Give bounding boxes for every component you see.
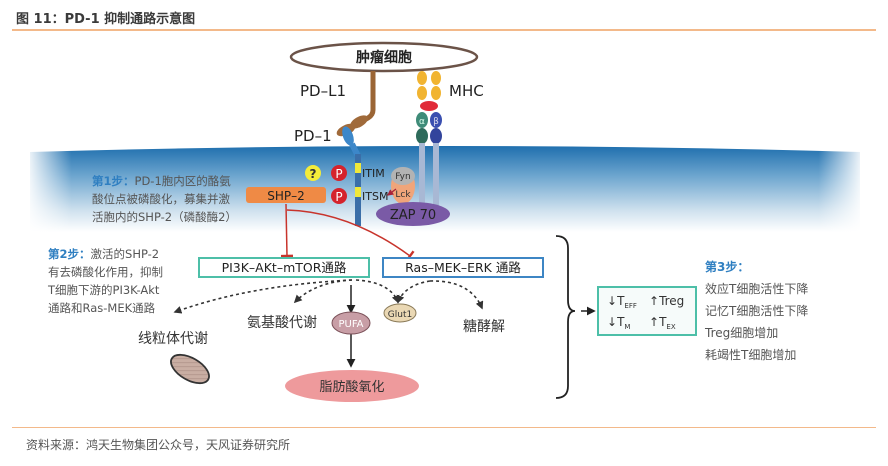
figure-title: 图 11：PD-1 抑制通路示意图 [16, 12, 196, 27]
mitochondrial-metabolism-label: 线粒体代谢 [138, 331, 208, 347]
svg-text:PI3K–AKt–mTOR通路: PI3K–AKt–mTOR通路 [222, 260, 347, 275]
arrow-to-glycolysis [429, 280, 484, 310]
unknown-factor: ? [305, 165, 321, 181]
svg-text:?: ? [310, 167, 317, 181]
step2-heading: 第2步： [48, 247, 91, 261]
svg-text:Glut1: Glut1 [388, 310, 412, 320]
svg-text:耗竭性T细胞增加: 耗竭性T细胞增加 [705, 348, 796, 362]
step3-description: 第3步： 效应T细胞活性下降 记忆T细胞活性下降 Treg细胞增加 耗竭性T细胞… [704, 259, 808, 362]
treg-increase: ↑Treg [649, 294, 684, 308]
itim-label: ITIM [362, 167, 385, 180]
svg-text:P: P [335, 167, 342, 181]
svg-text:脂肪酸氧化: 脂肪酸氧化 [319, 379, 384, 395]
svg-text:通路和Ras-MEK通路: 通路和Ras-MEK通路 [48, 301, 156, 315]
arrow-to-glut1-from-ras [396, 280, 431, 304]
grouping-brace [555, 235, 576, 399]
svg-text:T细胞下游的PI3K-Akt: T细胞下游的PI3K-Akt [47, 283, 160, 297]
svg-text:Ras–MEK–ERK 通路: Ras–MEK–ERK 通路 [405, 260, 521, 275]
fyn-lck-kinase: Fyn Lck [386, 167, 415, 204]
svg-text:有去磷酸化作用，抑制: 有去磷酸化作用，抑制 [48, 265, 163, 279]
top-divider [12, 29, 876, 31]
phospho-site-itsm: P [331, 188, 347, 204]
source-note: 资料来源：鸿天生物集团公众号，天风证券研究所 [26, 438, 291, 452]
glycolysis-label: 糖酵解 [463, 319, 505, 335]
svg-text:第1步：PD-1胞内区的酪氨: 第1步：PD-1胞内区的酪氨 [92, 174, 231, 188]
bottom-divider [12, 427, 876, 428]
svg-text:ZAP 70: ZAP 70 [390, 208, 436, 223]
inhibit-line-ras [286, 209, 415, 262]
itsm-label: ITSM [362, 190, 388, 203]
phospho-site-itim: P [331, 165, 347, 181]
inhibit-line-pi3k [280, 203, 294, 258]
lck-label: Lck [395, 190, 411, 200]
zap70-kinase: ZAP 70 [376, 202, 450, 226]
tm-decrease: ↓TM [607, 315, 630, 331]
svg-text:活胞内的SHP-2（磷酸酶2）: 活胞内的SHP-2（磷酸酶2） [92, 210, 237, 224]
svg-text:Treg细胞增加: Treg细胞增加 [704, 326, 778, 340]
pd-1-label: PD–1 [294, 127, 332, 145]
svg-text:酸位点被磷酸化，募集并激: 酸位点被磷酸化，募集并激 [92, 192, 230, 206]
svg-text:P: P [335, 190, 342, 204]
svg-text:第2步：激活的SHP-2: 第2步：激活的SHP-2 [48, 247, 159, 261]
pufa-node: PUFA [331, 311, 371, 335]
amino-acid-metabolism-label: 氨基酸代谢 [247, 314, 317, 331]
alpha-label: α [419, 117, 425, 127]
beta-label: β [433, 117, 439, 127]
step2-description: 第2步：激活的SHP-2 有去磷酸化作用，抑制 T细胞下游的PI3K-Akt 通… [47, 247, 163, 315]
mitochondria-icon [170, 353, 210, 385]
teff-decrease: ↓TEFF [607, 294, 637, 310]
glut1-node: Glut1 [383, 303, 417, 323]
svg-text:效应T细胞活性下降: 效应T细胞活性下降 [705, 281, 808, 296]
tumor-cell-label: 肿瘤细胞 [356, 49, 412, 66]
tex-increase: ↑TEX [649, 315, 676, 331]
pi3k-akt-mtor-pathway-box: PI3K–AKt–mTOR通路 [198, 257, 370, 278]
ras-mek-erk-pathway-box: Ras–MEK–ERK 通路 [382, 257, 544, 278]
mhc-label: MHC [449, 82, 484, 100]
step1-heading: 第1步： [92, 174, 135, 188]
fatty-acid-oxidation-node: 脂肪酸氧化 [285, 370, 419, 402]
svg-text:PUFA: PUFA [338, 319, 363, 330]
svg-text:SHP–2: SHP–2 [267, 189, 305, 203]
mhc-molecule [417, 71, 441, 111]
arrow-to-glut1-from-pi3k [355, 279, 400, 304]
tcr-alpha-chain: α [416, 112, 428, 210]
svg-text:记忆T细胞活性下降: 记忆T细胞活性下降 [705, 304, 808, 318]
shp2-enzyme: SHP–2 [246, 187, 326, 203]
pd-l1-label: PD–L1 [300, 82, 346, 100]
step3-heading: 第3步： [705, 259, 749, 274]
t-cell-outcome-box: ↓TEFF ↑Treg ↓TM ↑TEX [597, 286, 697, 336]
tcr-beta-chain: β [430, 112, 442, 210]
tumor-cell: 肿瘤细胞 [289, 41, 479, 73]
pd-1-receptor [342, 126, 361, 226]
fyn-label: Fyn [395, 172, 410, 182]
step1-description: 第1步：PD-1胞内区的酪氨 酸位点被磷酸化，募集并激 活胞内的SHP-2（磷酸… [92, 174, 237, 224]
